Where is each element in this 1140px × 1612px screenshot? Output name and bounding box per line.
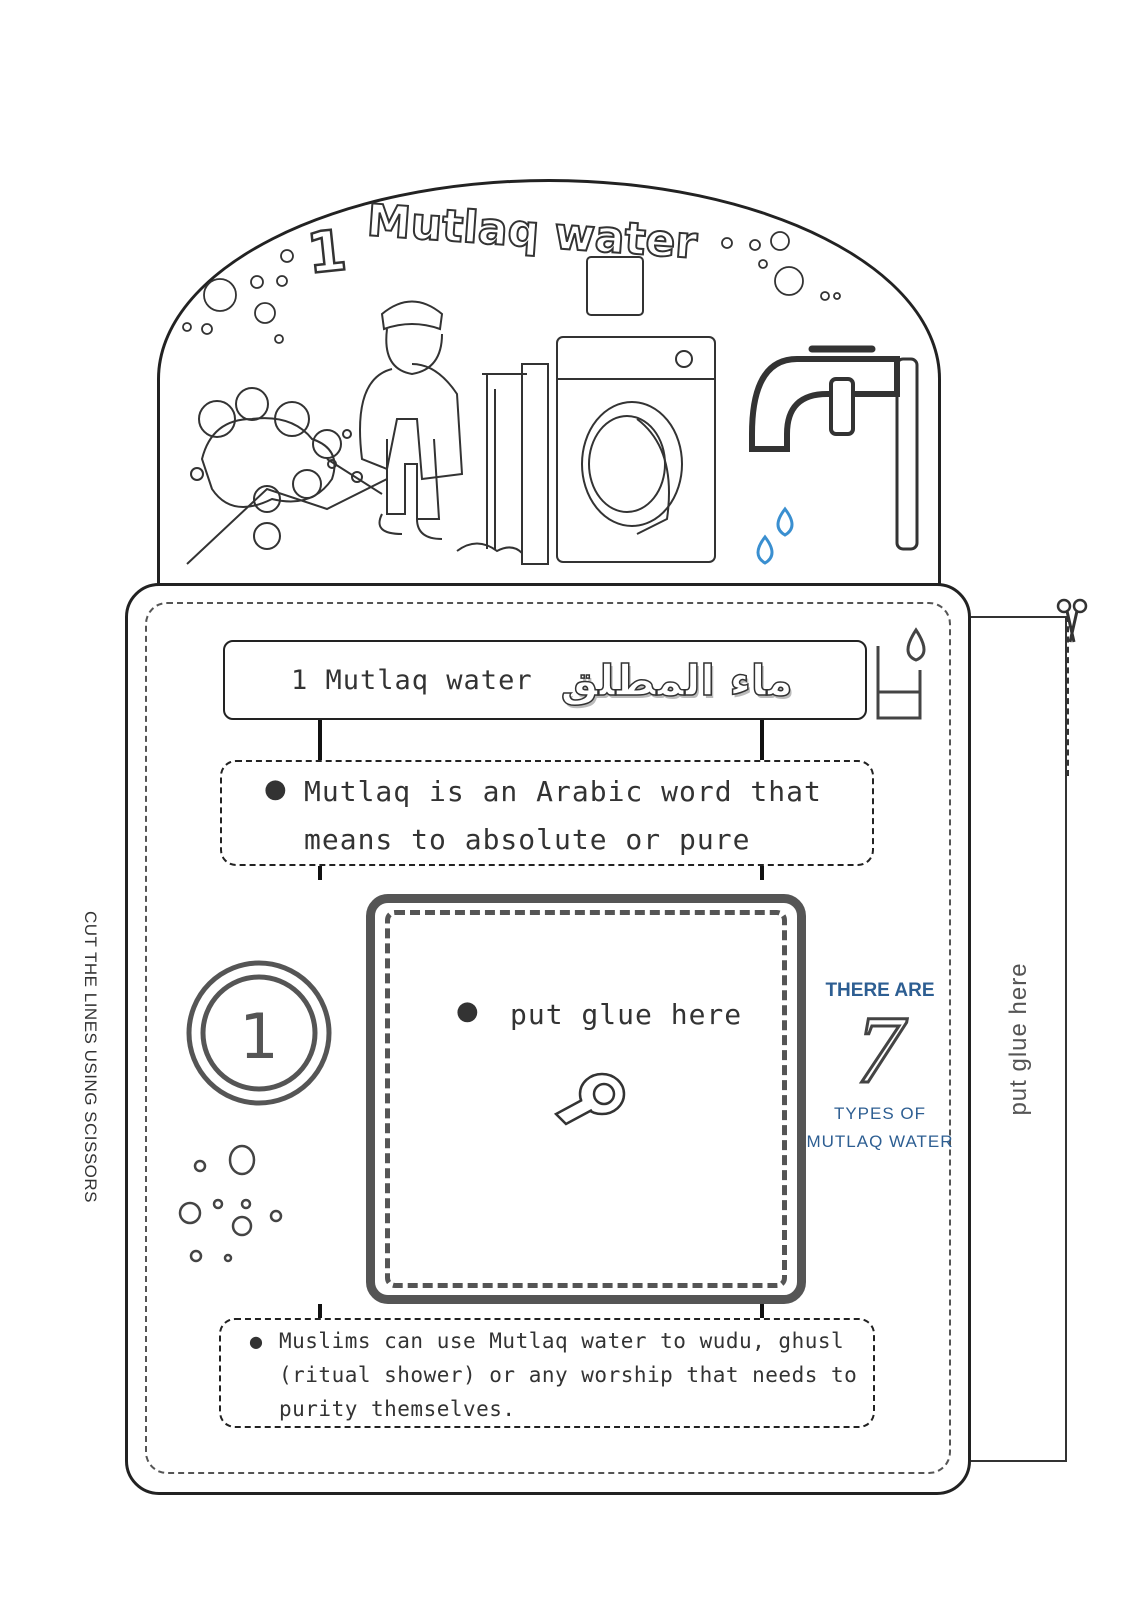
washing-machine-icon [556, 336, 716, 563]
definition-line-2: means to absolute or pure [304, 823, 751, 856]
seven-types-line1: THERE ARE [825, 980, 935, 1001]
number-badge: 1 [186, 960, 332, 1106]
water-sign-icon [586, 256, 644, 316]
seven-types-line2: TYPES OF [833, 1104, 927, 1123]
arch-title-text: Mutlaq water [365, 195, 699, 269]
bubbles-icon [178, 1144, 283, 1263]
usage-line-1: Muslims can use Mutlaq water to wudu, gh… [279, 1329, 845, 1353]
connector-line [318, 720, 322, 760]
bullet: ● [264, 774, 287, 804]
glue-label: put glue here [510, 998, 743, 1031]
bubbles-left [182, 249, 294, 344]
cut-line [1067, 616, 1069, 776]
arch-title: 1 Mutlaq water [303, 194, 700, 288]
number-badge-text: 1 [239, 1000, 278, 1073]
tape-roll-icon [553, 1072, 626, 1126]
usage-line-2: (ritual shower) or any worship that need… [279, 1363, 858, 1387]
seven-types-badge: THERE ARE 7 TYPES OF MUTLAQ WATER [800, 980, 960, 1180]
usage-box: ● Muslims can use Mutlaq water to wudu, … [219, 1318, 875, 1428]
wudu-boy-icon [359, 300, 464, 540]
usage-line-3: purity themselves. [279, 1397, 516, 1421]
outdoor-tap-icon [456, 363, 549, 565]
arch-title-number: 1 [304, 218, 350, 287]
connector-line [760, 1304, 764, 1318]
scissors-icon [1056, 598, 1088, 643]
connector-line [318, 1304, 322, 1318]
title-arabic: ماء المطلق [560, 655, 794, 706]
connector-line [760, 720, 764, 760]
glue-flap [971, 616, 1067, 1462]
faucet-icon [749, 345, 919, 565]
bullet: ● [249, 1332, 263, 1351]
glue-area-dashed [385, 910, 787, 1288]
water-glass-icon [876, 627, 926, 720]
seven-types-line3: MUTLAQ WATER [806, 1132, 954, 1151]
title-english: 1 Mutlaq water [291, 664, 533, 696]
definition-box: ● Mutlaq is an Arabic word that means to… [220, 760, 874, 866]
bubbles-right [721, 231, 841, 301]
title-banner: 1 Mutlaq water ماء المطلق [223, 640, 867, 720]
cut-instruction: CUT THE LINES USING SCISSORS [81, 910, 100, 1204]
card-dashed-border [145, 602, 951, 1474]
connector-line [760, 866, 764, 880]
connector-line [318, 866, 322, 880]
flap-glue-label: put glue here [1005, 962, 1032, 1116]
bullet: ● [456, 996, 479, 1026]
definition-line-1: Mutlaq is an Arabic word that [304, 775, 822, 808]
seven-types-number: 7 [855, 996, 906, 1103]
arch-illustration: 1 Mutlaq water [182, 194, 919, 565]
hand-washing-icon [186, 387, 388, 565]
